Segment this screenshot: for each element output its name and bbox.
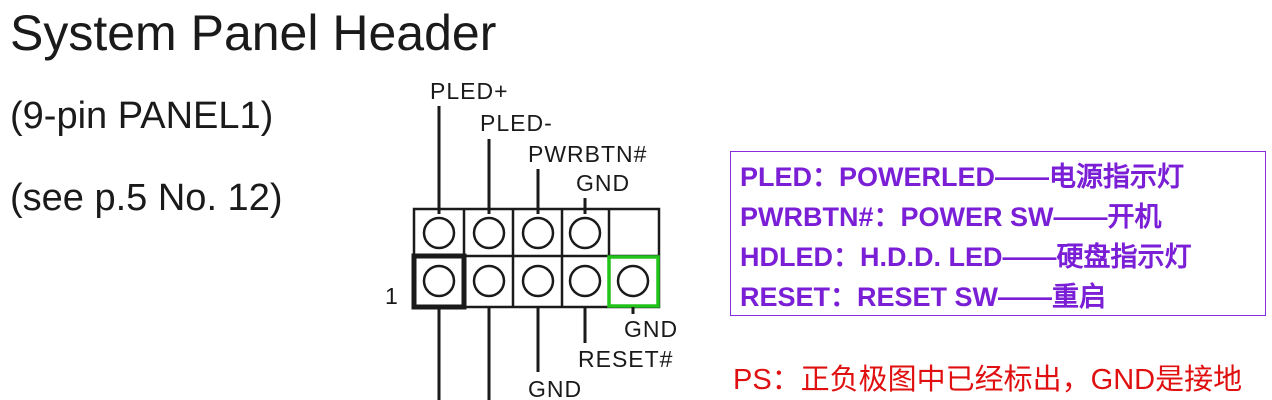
header-pin-count: (9-pin PANEL1) (10, 95, 274, 137)
pin-top-3 (521, 216, 555, 250)
label-gnd-top: GND (576, 170, 630, 196)
pin-bottom-1 (422, 264, 456, 298)
legend-hdled: HDLED：H.D.D. LED——硬盘指示灯 (740, 242, 1192, 272)
label-pled-minus: PLED- (480, 110, 553, 136)
pin-top-4 (568, 216, 602, 250)
ps-note: PS：正负极图中已经标出，GND是接地 (733, 364, 1243, 396)
pin-bottom-4 (568, 264, 602, 298)
label-pin1: 1 (385, 283, 399, 309)
legend-pled: PLED：POWERLED——电源指示灯 (740, 162, 1185, 192)
legend-pwrbtn: PWRBTN#：POWER SW——开机 (740, 202, 1162, 232)
gnd-pin-highlight (607, 255, 660, 308)
pin-bottom-5 (616, 264, 650, 298)
pin-bottom-3 (521, 264, 555, 298)
pin-top-1 (422, 216, 456, 250)
pin-top-2 (472, 216, 506, 250)
label-pwrbtn: PWRBTN# (528, 141, 647, 167)
pin-legend-box: PLED：POWERLED——电源指示灯 PWRBTN#：POWER SW——开… (730, 151, 1266, 316)
page-title: System Panel Header (10, 5, 497, 61)
header-page-reference: (see p.5 No. 12) (10, 177, 283, 219)
label-gnd-bottom: GND (528, 376, 582, 400)
pin-bottom-2 (472, 264, 506, 298)
legend-reset: RESET：RESET SW——重启 (740, 282, 1107, 312)
label-reset: RESET# (578, 346, 673, 372)
label-pled-plus: PLED+ (430, 78, 509, 104)
label-gnd-right: GND (624, 316, 678, 342)
